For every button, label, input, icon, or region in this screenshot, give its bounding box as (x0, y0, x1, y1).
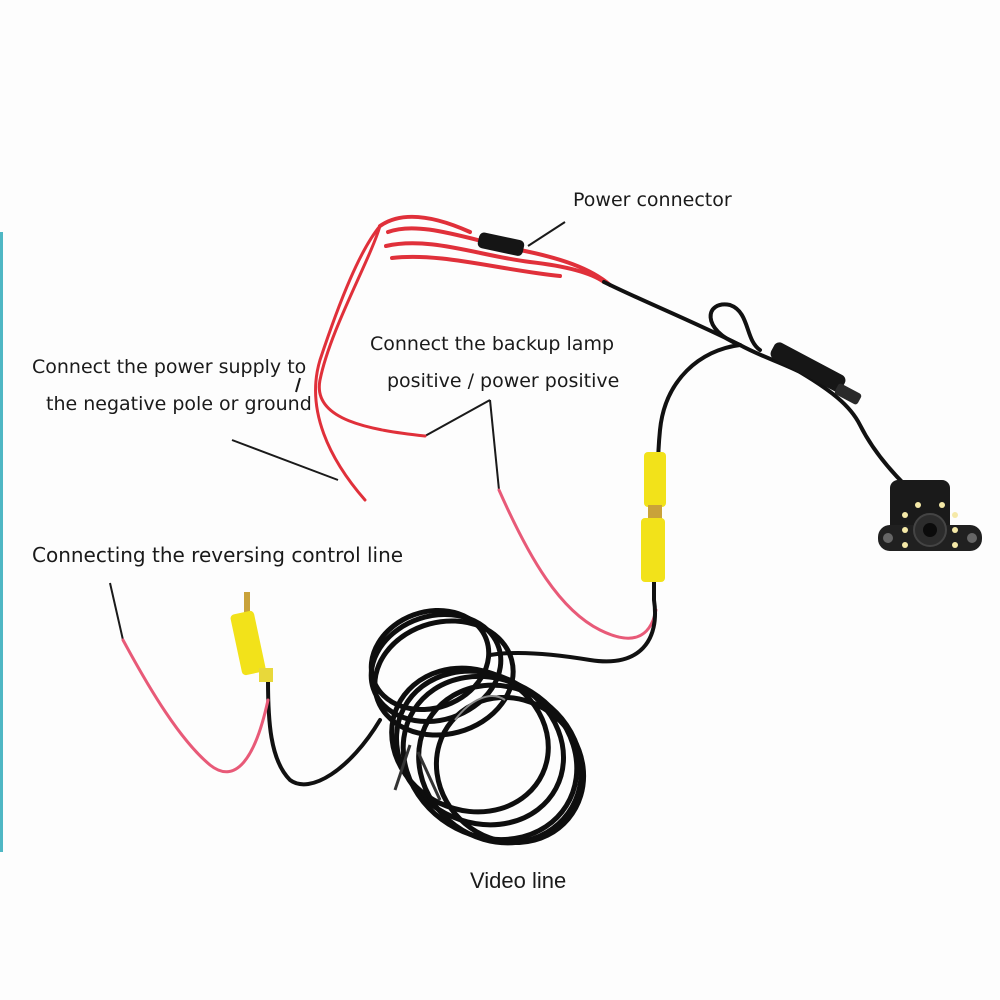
pointer-ground-tick (295, 377, 301, 393)
pink-reversing-wire (121, 638, 270, 774)
cable-tie (393, 744, 442, 801)
pointer-power-connector (527, 221, 566, 247)
rca-connector-camera-side (641, 452, 666, 600)
backup-lamp-label-line2: positive / power positive (387, 370, 620, 392)
camera-inline-plug (770, 342, 862, 405)
pointer-backup-right (489, 399, 500, 491)
pointer-lines (109, 221, 566, 641)
edge-accent-bar (0, 232, 3, 852)
video-cable-lower (266, 678, 382, 787)
reversing-control-label: Connecting the reversing control line (32, 543, 404, 567)
black-power-plug (477, 232, 525, 256)
backup-camera-icon (878, 480, 982, 551)
red-power-wire-bundle (314, 214, 612, 502)
ground-label-line1: Connect the power supply to (32, 356, 307, 378)
pointer-reversing (109, 582, 124, 641)
video-line-label: Video line (470, 868, 567, 893)
pink-backup-wire (497, 488, 658, 640)
backup-lamp-label-line1: Connect the backup lamp (370, 333, 615, 355)
rca-connector-video-out (230, 592, 273, 682)
pointer-backup-left (424, 399, 491, 437)
video-cable-coil (368, 607, 587, 846)
power-connector-label: Power connector (573, 189, 732, 211)
pointer-ground (231, 439, 339, 481)
video-cable-upper (488, 598, 657, 664)
ground-label-line2: the negative pole or ground (46, 393, 312, 415)
